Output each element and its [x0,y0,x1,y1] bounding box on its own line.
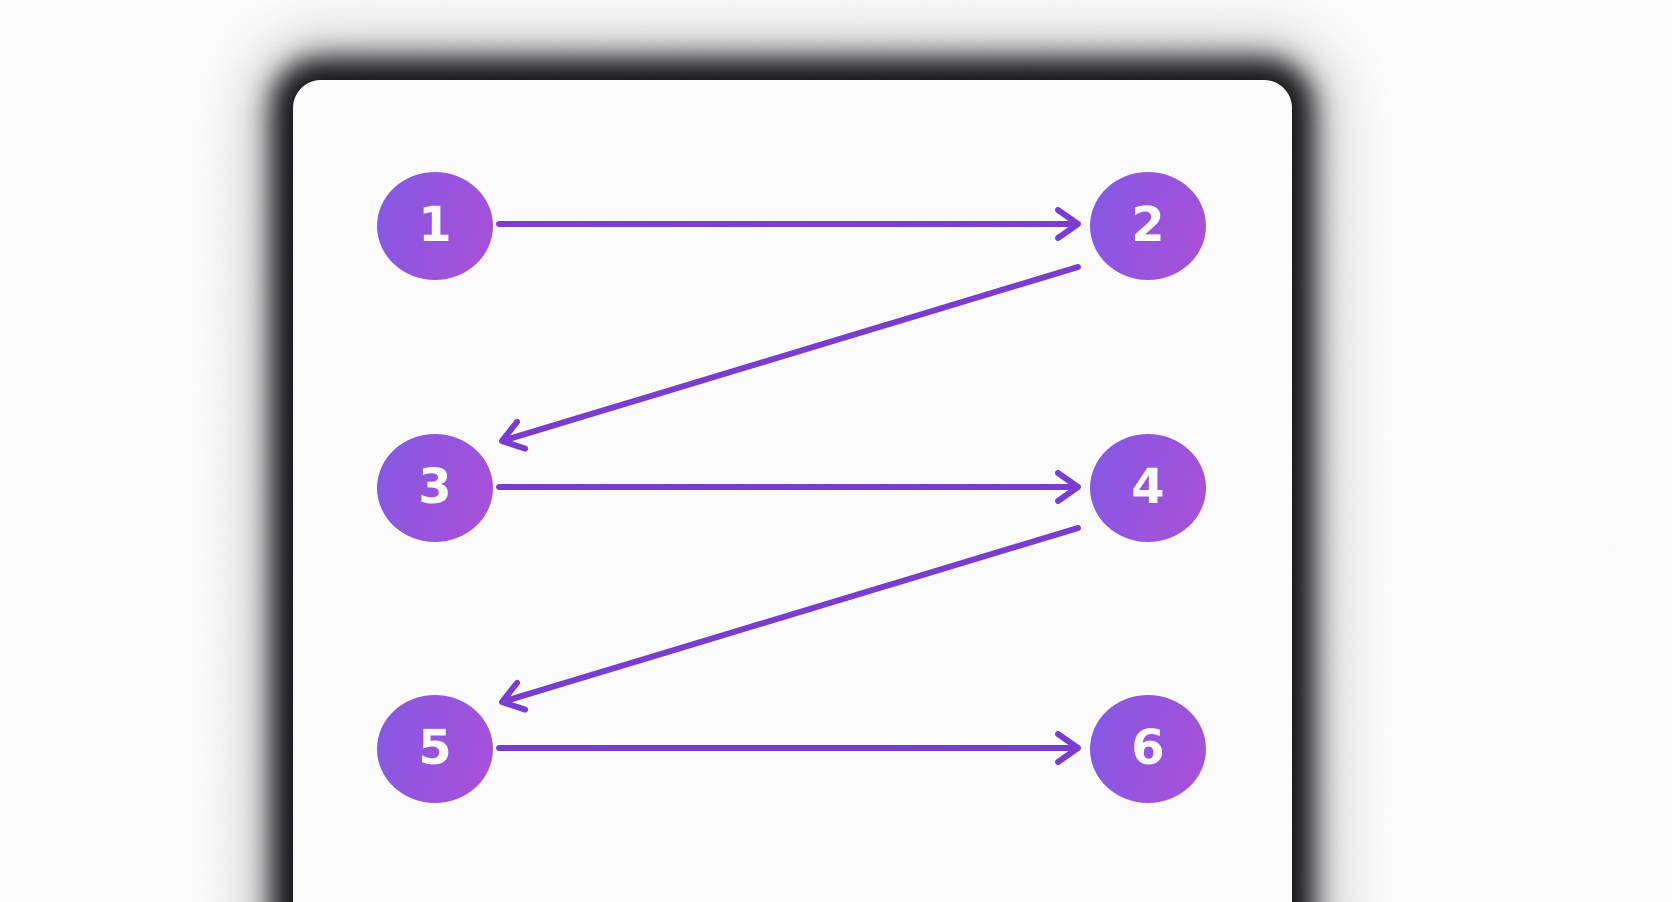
node-step-2: 2 [1090,172,1206,280]
node-label: 6 [1131,720,1165,776]
node-step-1: 1 [377,172,493,280]
node-label: 2 [1131,197,1165,253]
node-label: 4 [1131,459,1165,515]
node-step-5: 5 [377,695,493,803]
node-label: 3 [418,459,452,515]
node-step-4: 4 [1090,434,1206,542]
node-step-3: 3 [377,434,493,542]
node-step-6: 6 [1090,695,1206,803]
node-label: 1 [418,197,452,253]
node-label: 5 [418,720,452,776]
